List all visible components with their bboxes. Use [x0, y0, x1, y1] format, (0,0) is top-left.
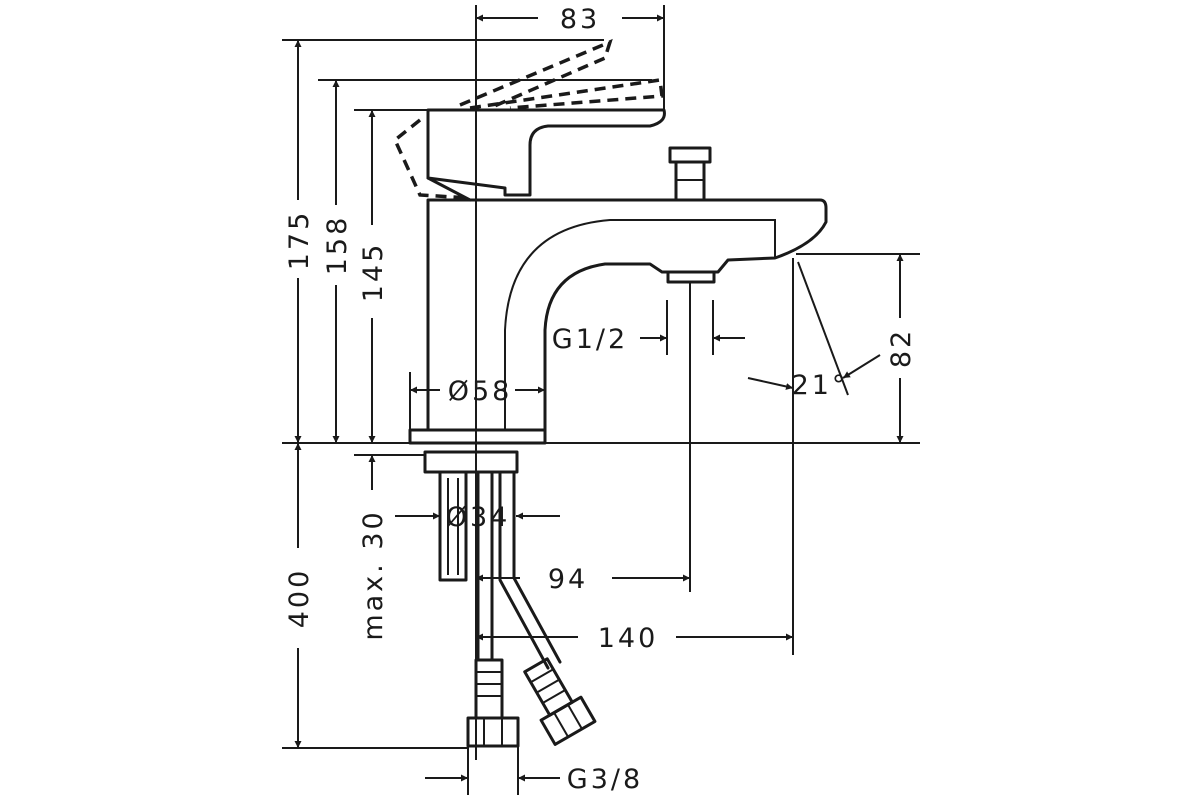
base-plate: [408, 428, 547, 445]
mounting-flange: [423, 450, 519, 474]
label-82: 82: [886, 328, 917, 368]
lever-alt-low: [392, 118, 471, 200]
fitting-angled: [523, 657, 597, 746]
label-max30: max. 30: [358, 509, 389, 640]
diverter-cap: [668, 146, 712, 164]
label-175: 175: [284, 210, 315, 271]
label-145: 145: [358, 242, 389, 303]
lever-alt-mid: [469, 78, 664, 110]
label-140: 140: [598, 623, 659, 654]
label-21: 21°: [792, 370, 849, 401]
label-d34: Ø34: [446, 502, 511, 533]
hose-straight: [476, 470, 494, 662]
dimension-lines: [294, 14, 904, 782]
label-158: 158: [322, 215, 353, 276]
label-g38: G3/8: [567, 764, 643, 795]
dimension-labels: 83 175 158 145 82 G1/2 21° Ø58 max. 30 Ø…: [284, 4, 917, 795]
lever-handle: [426, 108, 666, 197]
label-400: 400: [284, 568, 315, 629]
lever-alt-high: [459, 38, 613, 110]
label-d58: Ø58: [448, 376, 513, 407]
faucet-outline: [392, 38, 828, 748]
threaded-shank: [438, 470, 468, 582]
label-94: 94: [548, 564, 588, 595]
label-g12: G1/2: [552, 324, 628, 355]
spout-inner-line: [504, 219, 776, 430]
label-83: 83: [560, 4, 600, 35]
faucet-body: [426, 198, 828, 432]
